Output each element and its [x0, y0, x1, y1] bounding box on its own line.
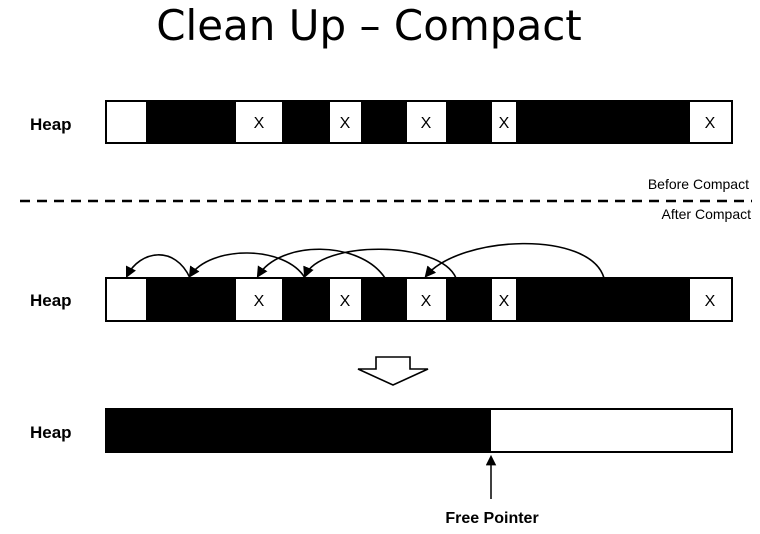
freed-mark: X	[254, 115, 265, 132]
freed-mark: X	[421, 115, 432, 132]
move-arrow	[125, 254, 191, 279]
free-pointer-label: Free Pointer	[445, 510, 538, 527]
freed-mark: X	[499, 293, 510, 310]
heap-after-moves: X X X X X	[105, 277, 733, 322]
garbage-block	[407, 279, 446, 320]
before-compact-label: Before Compact	[648, 176, 749, 192]
after-compact-label: After Compact	[662, 206, 752, 222]
move-arrow	[256, 248, 386, 279]
garbage-block	[236, 279, 282, 320]
freed-mark: X	[340, 293, 351, 310]
free-block	[107, 102, 146, 142]
move-arrow	[424, 242, 605, 279]
move-arrow	[188, 252, 306, 279]
heap-compacted	[105, 408, 733, 453]
move-arrows	[125, 242, 605, 279]
freed-mark: X	[705, 293, 716, 310]
live-region	[107, 410, 491, 451]
freed-mark: X	[254, 293, 265, 310]
garbage-block	[330, 279, 361, 320]
page-title: Clean Up – Compact	[156, 1, 582, 50]
move-arrow	[303, 248, 457, 279]
garbage-block	[236, 102, 282, 142]
garbage-block	[690, 102, 731, 142]
heap-label-before: Heap	[30, 115, 72, 134]
garbage-block	[330, 102, 361, 142]
freed-mark: X	[421, 293, 432, 310]
garbage-block	[690, 279, 731, 320]
freed-mark: X	[705, 115, 716, 132]
garbage-block	[492, 279, 516, 320]
heap-before: X X X X X	[105, 100, 733, 144]
transition-arrow-icon	[357, 356, 429, 386]
heap-label-compacted: Heap	[30, 423, 72, 442]
heap-label-after: Heap	[30, 291, 72, 310]
freed-mark: X	[340, 115, 351, 132]
garbage-block	[407, 102, 446, 142]
garbage-block	[492, 102, 516, 142]
freed-mark: X	[499, 115, 510, 132]
free-block	[107, 279, 146, 320]
